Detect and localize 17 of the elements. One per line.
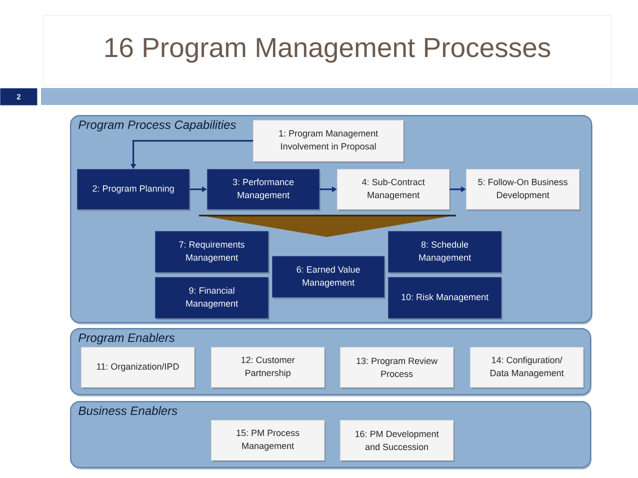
process-box: 16: PM Development and Succession — [340, 420, 454, 462]
process-box: 14: Configuration/ Data Management — [470, 347, 584, 389]
process-box: 11: Organization/IPD — [81, 347, 196, 389]
process-box: 9: Financial Management — [155, 277, 270, 320]
process-box: 10: Risk Management — [388, 277, 502, 320]
title: 16 Program Management Processes — [43, 15, 612, 86]
process-box: 7: Requirements Management — [155, 231, 270, 274]
process-box: 12: Customer Partnership — [211, 347, 326, 389]
process-box: 4: Sub-Contract Management — [337, 169, 450, 211]
process-box: 2: Program Planning — [77, 169, 190, 211]
process-box: 8: Schedule Management — [388, 231, 502, 274]
process-box: 15: PM Process Management — [211, 420, 326, 462]
process-box: 1: Program Management Involvement in Proposal — [253, 120, 404, 163]
process-box: 6: Earned Value Management — [272, 256, 386, 299]
process-box: 5: Follow-On Business Development — [466, 169, 580, 211]
process-box: 13: Program Review Process — [340, 347, 454, 389]
process-box: 3: Performance Management — [207, 169, 320, 211]
